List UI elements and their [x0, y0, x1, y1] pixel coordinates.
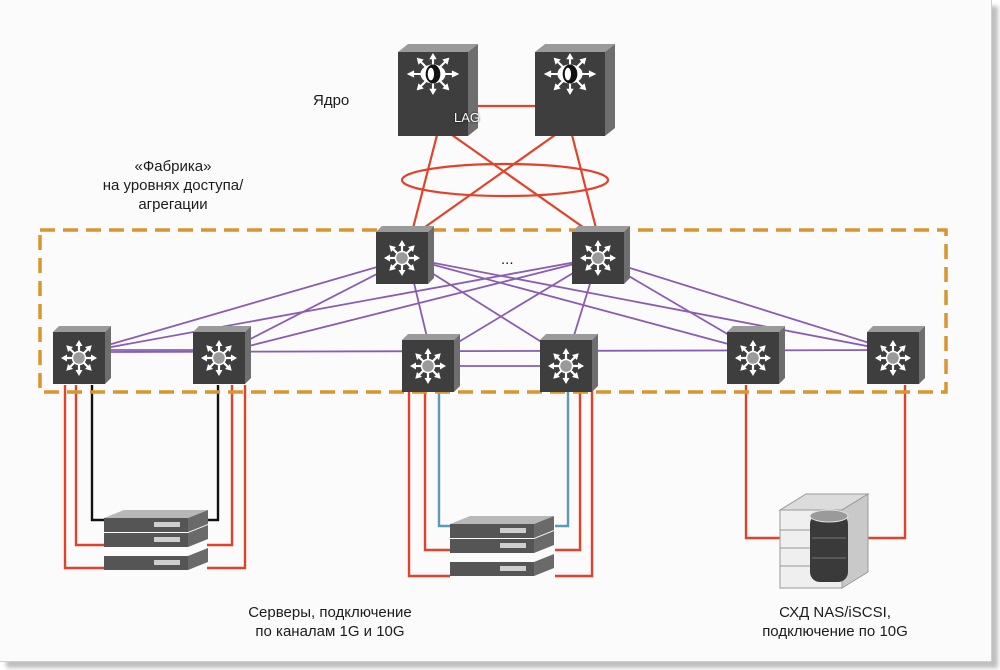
server-group-2-links [407, 390, 594, 578]
rack-server-icon [104, 548, 208, 570]
more-switches-ellipsis: ... [501, 251, 514, 268]
core-to-aggregation-links [400, 104, 610, 233]
rack-server-icon [104, 525, 208, 547]
access-switch-1[interactable] [52, 326, 111, 385]
access-switch-3[interactable] [401, 334, 460, 393]
access-switch-2[interactable] [192, 326, 251, 385]
fabric-boundary [38, 228, 948, 394]
fabric-label-line-1: «Фабрика» [134, 158, 212, 175]
fabric-label: «Фабрика» на уровнях доступа/ агрегации [78, 157, 268, 214]
servers-caption: Серверы, подключение по каналам 1G и 10G [220, 603, 440, 641]
core-switch-right[interactable] [535, 41, 615, 136]
rack-server-icon [450, 516, 554, 538]
core-switch-icon [543, 53, 597, 95]
core-label: Ядро [313, 92, 350, 109]
aggregation-switch-1[interactable] [375, 226, 434, 285]
storage-array-icon [778, 493, 870, 589]
storage-array[interactable] [778, 493, 870, 589]
servers-caption-line-2: по каналам 1G и 10G [255, 623, 405, 640]
access-switch-6[interactable] [866, 326, 925, 385]
storage-caption-line-1: СХД NAS/iSCSI, [779, 604, 891, 621]
rack-server-icon [104, 510, 208, 532]
core-switch-left[interactable] [398, 41, 478, 136]
lag-label: LAG [454, 110, 481, 125]
access-switch-5[interactable] [726, 326, 785, 385]
server-group-1-links [63, 385, 247, 570]
fabric-label-line-2: на уровнях доступа/ [102, 177, 244, 194]
core-switch-icon [406, 53, 460, 95]
storage-links [744, 385, 907, 540]
server-stack-2[interactable] [450, 516, 554, 576]
aggregation-switch-2[interactable] [571, 226, 630, 285]
rack-server-icon [450, 554, 554, 576]
fabric-label-line-3: агрегации [138, 196, 208, 213]
access-switch-4[interactable] [539, 334, 598, 393]
storage-caption: СХД NAS/iSCSI, подключение по 10G [735, 603, 935, 641]
server-stack-1[interactable] [104, 488, 208, 570]
storage-caption-line-2: подключение по 10G [762, 623, 908, 640]
servers-caption-line-1: Серверы, подключение [248, 604, 412, 621]
rack-server-icon [450, 531, 554, 553]
